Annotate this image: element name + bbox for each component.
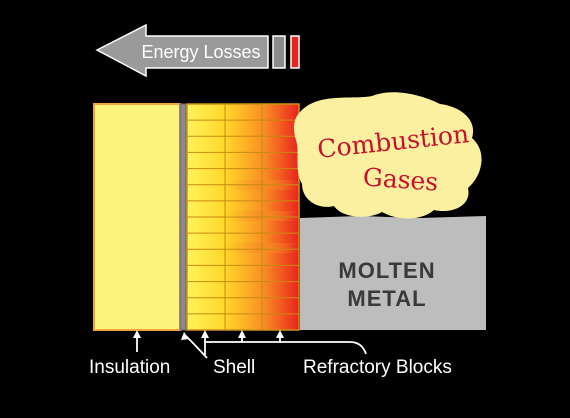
refractory-grid (187, 104, 299, 330)
callout-pointers (136, 335, 367, 359)
refractory-blocks (186, 103, 300, 331)
insulation-label: Insulation (89, 357, 170, 378)
molten-label: MOLTEN (338, 258, 435, 283)
refractory-outline (186, 103, 300, 331)
refractory-pointer-line (280, 341, 367, 355)
arrowhead-icon (238, 330, 246, 338)
cloud-shape (293, 92, 482, 219)
arrow-icon (95, 23, 269, 78)
combustion-gases-cloud: Combustion Gases (293, 92, 482, 219)
arrowhead-icon (201, 330, 209, 338)
refractory-label: Refractory Blocks (303, 357, 452, 378)
gases-label: Gases (362, 162, 439, 196)
energy-losses-label: Energy Losses (141, 42, 260, 62)
energy-losses-arrow: Energy Losses (95, 23, 300, 78)
shell-label: Shell (213, 357, 255, 378)
arrowhead-icon (133, 330, 141, 338)
energy-stripe-red (290, 35, 300, 69)
energy-stripe-grey (272, 35, 286, 69)
molten-metal: MOLTEN METAL (300, 216, 486, 330)
molten-metal-body (300, 216, 486, 330)
insulation-layer (93, 103, 181, 331)
shell-layer (179, 103, 187, 331)
metal-label: METAL (347, 286, 426, 311)
arrowhead-icon (181, 332, 189, 340)
arrowhead-icon (276, 330, 284, 338)
pointer-arrowheads (133, 330, 284, 340)
